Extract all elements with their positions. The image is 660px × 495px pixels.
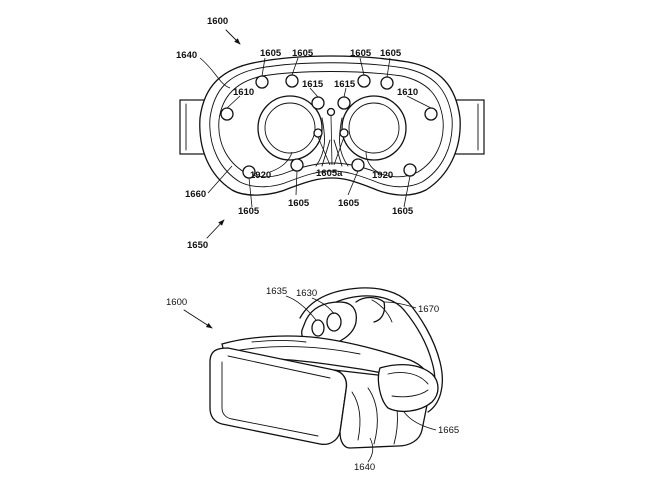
label-sensor-center: 1605a xyxy=(316,168,343,179)
label-body: 1640 xyxy=(176,50,197,61)
outer-shell xyxy=(199,55,461,196)
top-view-drawing xyxy=(179,55,485,208)
label-side-right: 1610 xyxy=(397,87,418,98)
label-sensor-tr2: 1605 xyxy=(380,48,402,59)
label-sensor-br1: 1605 xyxy=(338,198,360,209)
label-nose-left: 1615 xyxy=(302,79,324,90)
label-bottom-arrow: 1650 xyxy=(187,240,208,251)
label-1630: 1630 xyxy=(296,288,317,299)
label-nose-right: 1615 xyxy=(334,79,356,90)
label-inner: 1660 xyxy=(185,189,206,200)
label-sensor-bl2: 1605 xyxy=(288,198,310,209)
label-sensor-tl2: 1605 xyxy=(292,48,314,59)
label-1665: 1665 xyxy=(438,425,459,436)
perspective-view-drawing xyxy=(209,287,443,449)
label-1635: 1635 xyxy=(266,286,287,297)
label-sensor-bl1: 1605 xyxy=(238,206,260,217)
label-perspective-reference: 1600 xyxy=(166,297,187,308)
label-top-reference: 1600 xyxy=(207,16,228,27)
top-view-labels: 1600 1640 1605 1605 1605 1605 1610 1610 … xyxy=(176,16,418,251)
label-lens-right: 1920 xyxy=(372,170,393,181)
label-sensor-br2: 1605 xyxy=(392,206,414,217)
label-sensor-tl1: 1605 xyxy=(260,48,282,59)
label-1670: 1670 xyxy=(418,304,439,315)
sensors xyxy=(220,74,438,179)
label-side-left: 1610 xyxy=(233,87,254,98)
label-lens-left: 1920 xyxy=(250,170,271,181)
perspective-view-labels: 1600 1635 1630 1670 1665 1640 xyxy=(166,286,459,473)
label-sensor-tr1: 1605 xyxy=(350,48,372,59)
label-1640: 1640 xyxy=(354,462,375,473)
